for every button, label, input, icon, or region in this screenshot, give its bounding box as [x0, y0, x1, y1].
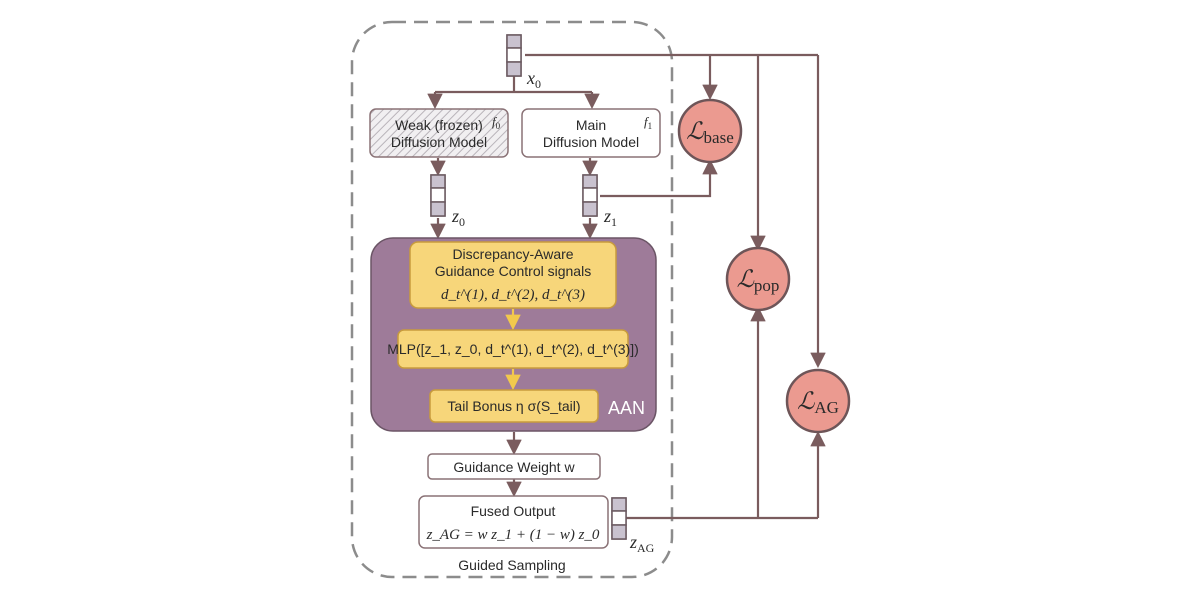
label-z0: z0 — [451, 206, 465, 229]
token-z1 — [582, 174, 598, 217]
loss-pop: ℒpop — [725, 246, 791, 312]
fused-output-box — [418, 495, 609, 549]
main-model-line2: Diffusion Model — [543, 134, 639, 150]
loss-base: ℒbase — [677, 98, 743, 164]
mlp-label: MLP([z_1, z_0, d_t^(1), d_t^(2), d_t^(3)… — [387, 341, 639, 357]
fused-output-title: Fused Output — [471, 503, 556, 519]
label-x0: x0 — [526, 68, 541, 91]
svg-text:ℒpop: ℒpop — [737, 267, 780, 295]
discrepancy-signals: d_t^(1), d_t^(2), d_t^(3) — [441, 287, 585, 303]
mlp-box — [397, 329, 629, 369]
guided-sampling-label: Guided Sampling — [458, 557, 565, 573]
svg-text:ℒAG: ℒAG — [797, 389, 839, 417]
fused-output-formula: z_AG = w z_1 + (1 − w) z_0 — [426, 527, 600, 543]
weak-model-line2: Diffusion Model — [391, 134, 487, 150]
discrepancy-box — [409, 241, 617, 309]
weak-model-line1: Weak (frozen) — [395, 117, 483, 133]
label-z1: z1 — [603, 206, 617, 229]
guided-sampling-frame — [350, 20, 674, 579]
token-zag — [611, 497, 627, 540]
main-model-tag: f1 — [644, 114, 652, 131]
aan-label: AAN — [608, 398, 645, 418]
loss-ag: ℒAG — [785, 368, 851, 434]
weak-model-box — [369, 108, 509, 158]
guidance-weight-label: Guidance Weight w — [453, 459, 575, 475]
discrepancy-line2: Guidance Control signals — [435, 263, 591, 279]
label-zag: zAG — [629, 532, 655, 555]
discrepancy-line1: Discrepancy-Aware — [452, 246, 573, 262]
main-model-line1: Main — [576, 117, 606, 133]
token-z0 — [430, 174, 446, 217]
tail-bonus-box — [429, 389, 599, 423]
connection-lines — [427, 53, 826, 520]
svg-text:ℒbase: ℒbase — [686, 119, 734, 147]
weak-model-tag: f0 — [492, 114, 501, 131]
main-model-box — [521, 108, 661, 158]
tail-bonus-label: Tail Bonus η σ(S_tail) — [447, 398, 580, 414]
token-x0 — [506, 34, 522, 77]
guidance-weight-box — [427, 453, 601, 480]
